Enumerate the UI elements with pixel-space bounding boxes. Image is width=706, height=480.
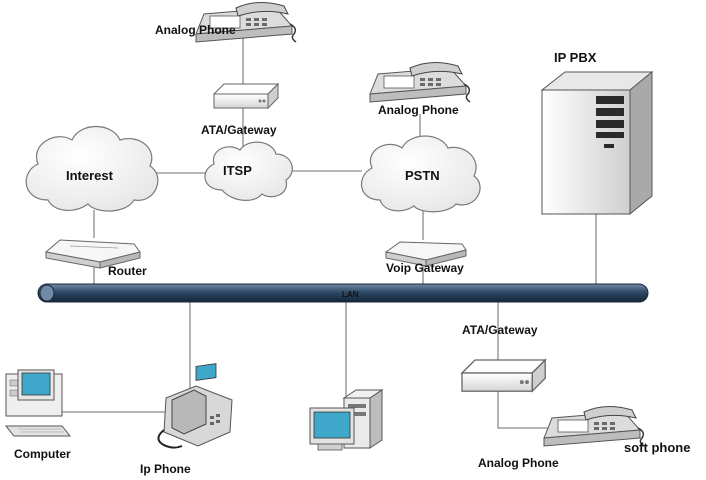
interest-cloud-icon: Interest (25, 126, 159, 212)
interest-label: Interest (66, 168, 114, 183)
ata-gateway-icon (213, 83, 279, 109)
connection-lines (52, 36, 597, 429)
voip-gateway-icon (384, 241, 467, 267)
analog-phone-mid-label: Analog Phone (378, 103, 459, 117)
lan-label: LAN (342, 290, 359, 299)
soft-phone-label: soft phone (624, 440, 690, 455)
itsp-label: ITSP (223, 163, 252, 178)
analog-phone-bottom-label: Analog Phone (478, 456, 559, 470)
analog-phone-icon (369, 61, 471, 103)
voip-gateway-label: Voip Gateway (386, 261, 464, 275)
line-ata-to-phone (497, 386, 548, 429)
analog-phone-top-label: Analog Phone (155, 23, 236, 37)
computer-label: Computer (14, 447, 71, 461)
pstn-cloud-icon: PSTN (361, 135, 481, 213)
ip-phone-icon (157, 363, 233, 449)
ip-pbx-server-icon (540, 70, 654, 216)
pstn-label: PSTN (405, 168, 440, 183)
router-icon (44, 239, 141, 269)
lan-bus: LAN (37, 283, 649, 303)
ata-gateway-bottom-label: ATA/Gateway (462, 323, 538, 337)
ip-phone-label: Ip Phone (140, 462, 191, 476)
ata-gateway-icon (461, 359, 546, 392)
ip-pbx-label: IP PBX (554, 50, 597, 65)
router-label: Router (108, 264, 147, 278)
ata-gateway-top-label: ATA/Gateway (201, 123, 277, 137)
itsp-cloud-icon: ITSP (204, 141, 293, 201)
softphone-computer-icon (309, 389, 384, 451)
computer-icon (4, 369, 72, 437)
